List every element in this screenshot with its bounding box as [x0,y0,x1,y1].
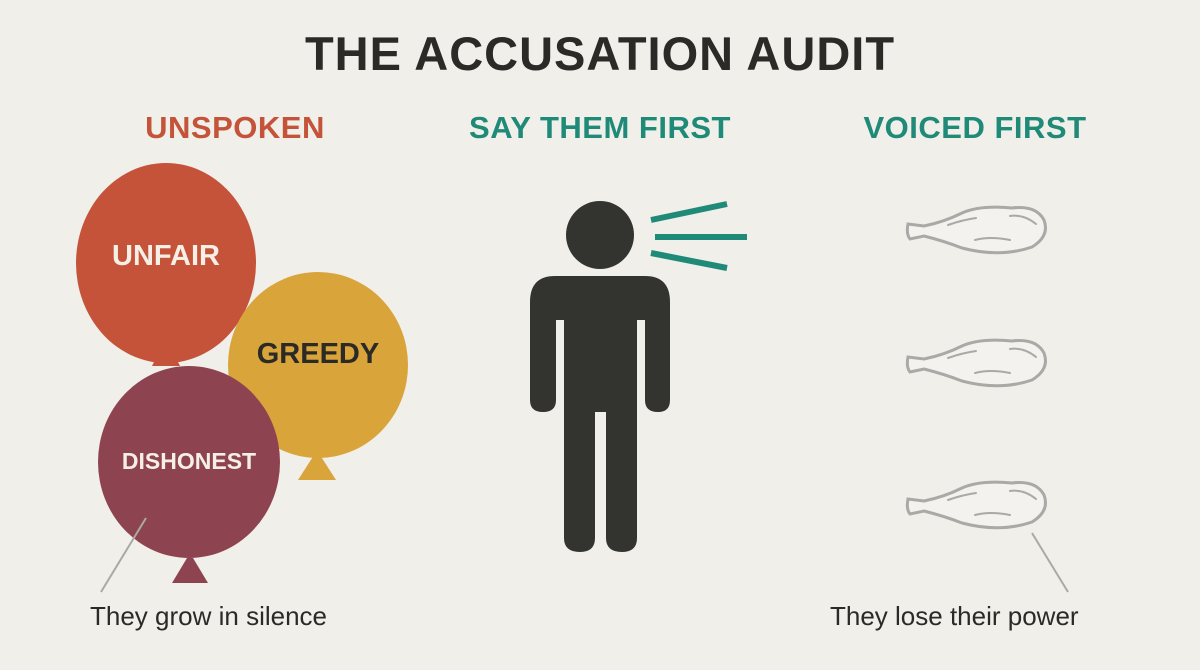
balloon-label-greedy: GREEDY [256,338,380,370]
page-title: THE ACCUSATION AUDIT [304,27,896,80]
deflated-balloon-icon [905,205,1047,530]
balloon-unfair-icon [76,163,256,366]
column-heading-voiced-first: VOICED FIRST [863,110,1087,145]
balloon-dishonest-icon [98,366,280,593]
pointer-line [1031,532,1069,593]
caption-grow-in-silence: They grow in silence [90,601,327,631]
balloon-label-unfair: UNFAIR [112,240,220,272]
speech-lines-icon [650,201,747,271]
person-speaking-icon [530,201,670,552]
column-heading-unspoken: UNSPOKEN [145,110,325,145]
caption-lose-their-power: They lose their power [830,601,1079,631]
balloon-greedy-icon [228,272,408,480]
column-heading-say-them-first: SAY THEM FIRST [469,110,731,145]
balloon-label-dishonest: DISHONEST [121,448,257,474]
pointer-line [100,517,147,593]
